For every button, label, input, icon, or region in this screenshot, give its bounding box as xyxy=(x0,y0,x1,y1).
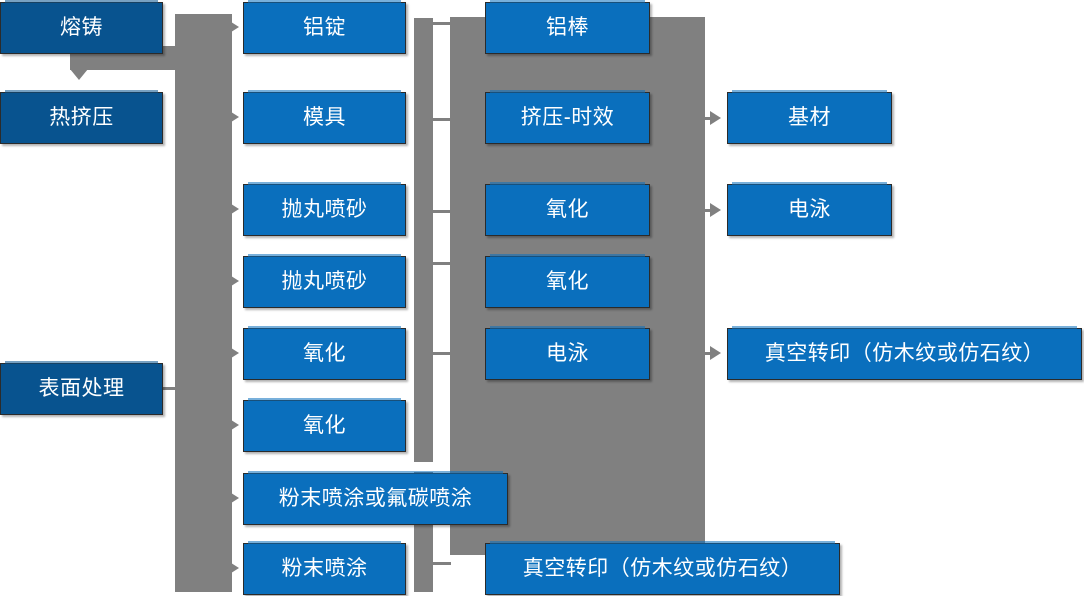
connector-surface-to-trunk xyxy=(160,387,182,390)
node-output-base-material[interactable]: 基材 xyxy=(727,90,892,144)
node-process-electrophoresis[interactable]: 电泳 xyxy=(485,326,650,380)
node-process-oxidation-2[interactable]: 氧化 xyxy=(485,254,650,308)
node-label: 热挤压 xyxy=(49,106,114,130)
connector-arrow-to-shot-blasting-1 xyxy=(228,202,239,216)
node-label: 氧化 xyxy=(546,198,589,222)
node-input-shot-blasting-1[interactable]: 抛丸喷砂 xyxy=(243,182,406,236)
node-label: 铝锭 xyxy=(303,16,346,40)
node-label: 真空转印（仿木纹或仿石纹） xyxy=(522,557,803,581)
connector-arrow-to-powder-fluorocarbon xyxy=(228,491,239,505)
connector-arrow-down-stage xyxy=(70,69,88,80)
node-stage-melting-casting[interactable]: 熔铸 xyxy=(0,0,163,54)
node-process-vacuum-transfer[interactable]: 真空转印（仿木纹或仿石纹） xyxy=(485,541,840,595)
node-label: 氧化 xyxy=(303,342,346,366)
connector-arrow-to-oxidation-1 xyxy=(228,346,239,360)
connector-rung-3 xyxy=(432,210,451,213)
connector-rung-4 xyxy=(432,262,451,265)
node-label: 抛丸喷砂 xyxy=(281,270,368,294)
node-label: 基材 xyxy=(788,106,831,130)
connector-arrow-to-aluminum-ingot xyxy=(228,20,239,34)
node-label: 挤压-时效 xyxy=(520,106,615,130)
connector-arrow-to-powder-spray xyxy=(228,561,239,575)
node-input-aluminum-ingot[interactable]: 铝锭 xyxy=(243,0,406,54)
node-label: 粉末喷涂 xyxy=(281,557,368,581)
node-process-oxidation-1[interactable]: 氧化 xyxy=(485,182,650,236)
node-label: 表面处理 xyxy=(38,377,125,401)
node-label: 真空转印（仿木纹或仿石纹） xyxy=(764,342,1045,366)
node-label: 抛丸喷砂 xyxy=(281,198,368,222)
connector-rung-1 xyxy=(432,22,451,25)
connector-arrow-to-shot-blasting-2 xyxy=(228,274,239,288)
node-process-aluminum-bar[interactable]: 铝棒 xyxy=(485,0,650,54)
connector-arrow-to-electrophoresis xyxy=(710,203,721,217)
node-label: 模具 xyxy=(303,106,346,130)
connector-arrow-to-base-material xyxy=(710,111,721,125)
node-output-vacuum-transfer[interactable]: 真空转印（仿木纹或仿石纹） xyxy=(727,326,1082,380)
node-label: 氧化 xyxy=(303,414,346,438)
node-output-electrophoresis[interactable]: 电泳 xyxy=(727,182,892,236)
node-input-oxidation-1[interactable]: 氧化 xyxy=(243,326,406,380)
node-input-mold[interactable]: 模具 xyxy=(243,90,406,144)
connector-arrow-to-mold xyxy=(228,110,239,124)
node-input-powder-spray[interactable]: 粉末喷涂 xyxy=(243,541,406,595)
node-label: 电泳 xyxy=(788,198,831,222)
node-label: 粉末喷涂或氟碳喷涂 xyxy=(278,487,473,511)
node-label: 电泳 xyxy=(546,342,589,366)
node-process-extrusion-aging[interactable]: 挤压-时效 xyxy=(485,90,650,144)
node-label: 铝棒 xyxy=(546,16,589,40)
node-label: 氧化 xyxy=(546,270,589,294)
node-stage-hot-extrusion[interactable]: 热挤压 xyxy=(0,90,163,144)
node-label: 熔铸 xyxy=(60,16,103,40)
connector-rung-5 xyxy=(432,352,451,355)
node-stage-surface-treatment[interactable]: 表面处理 xyxy=(0,361,163,415)
connector-trunk-left xyxy=(175,14,232,592)
node-input-oxidation-2[interactable]: 氧化 xyxy=(243,398,406,452)
node-input-powder-or-fluorocarbon-spray[interactable]: 粉末喷涂或氟碳喷涂 xyxy=(243,471,508,525)
connector-rung-2 xyxy=(432,118,451,121)
connector-rung-6 xyxy=(432,562,451,565)
connector-bar-mid-upper xyxy=(414,18,433,462)
connector-arrow-to-oxidation-2 xyxy=(228,418,239,432)
connector-arrow-to-vacuum-transfer xyxy=(710,346,721,360)
node-input-shot-blasting-2[interactable]: 抛丸喷砂 xyxy=(243,254,406,308)
connector-surface-notch-fill xyxy=(176,340,232,360)
